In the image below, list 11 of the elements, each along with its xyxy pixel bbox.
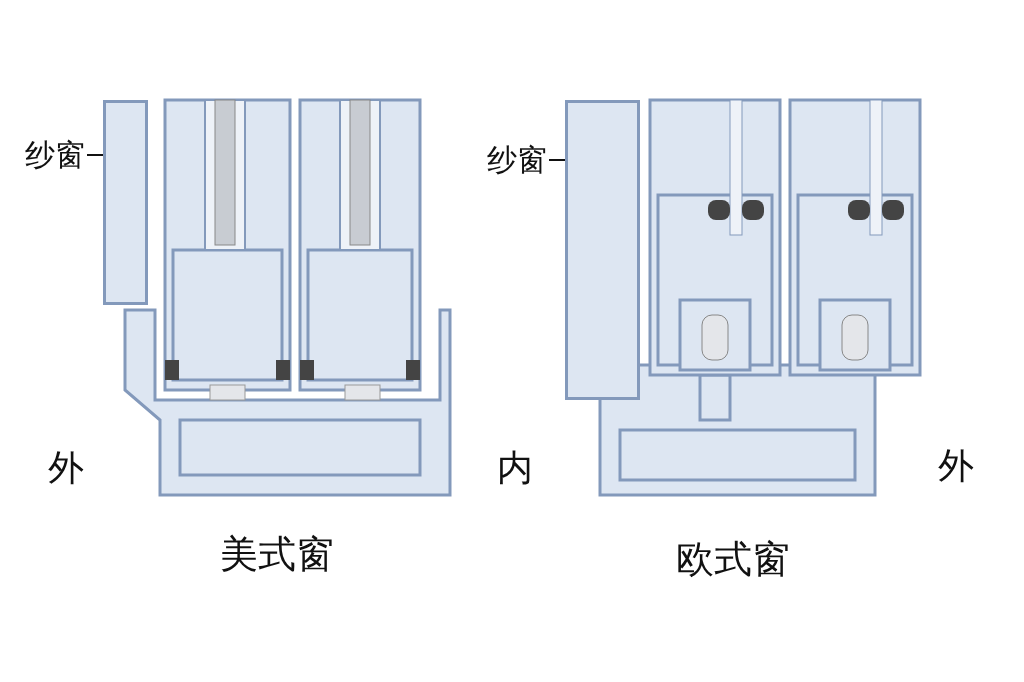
caption-label: 欧式窗 xyxy=(676,540,790,578)
screen-frame xyxy=(565,100,640,400)
part-label: 纱窗 xyxy=(25,140,85,170)
side-label: 内 xyxy=(497,450,533,486)
screen-frame xyxy=(103,100,148,305)
leader-line xyxy=(86,154,104,156)
caption-label: 美式窗 xyxy=(220,535,334,573)
side-label: 外 xyxy=(938,448,974,484)
side-label: 外 xyxy=(48,450,84,486)
leader-line xyxy=(548,159,566,161)
part-label: 纱窗 xyxy=(487,145,547,175)
